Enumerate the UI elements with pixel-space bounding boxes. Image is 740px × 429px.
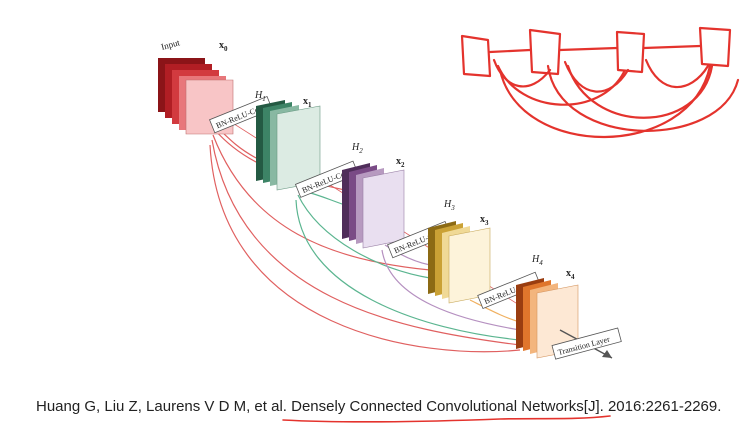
h3-label: H3 bbox=[443, 199, 455, 212]
x1-label: x1 bbox=[303, 96, 312, 109]
citation-title: Densely Connected Convolutional Networks bbox=[291, 398, 584, 415]
citation-authors: Huang G, Liu Z, Laurens V D M, et al. bbox=[36, 398, 292, 415]
handwritten-annotation bbox=[460, 26, 740, 138]
sketch-link-3 bbox=[642, 44, 702, 50]
h2-label: H2 bbox=[351, 142, 363, 155]
block-3-yellow bbox=[428, 221, 491, 304]
sketch-link-2 bbox=[558, 46, 619, 52]
sketch-arc-5 bbox=[566, 64, 714, 119]
connection-x0-h3 bbox=[212, 134, 431, 271]
sketch-box-3 bbox=[615, 30, 646, 74]
sketch-arc-1 bbox=[492, 58, 552, 88]
block-2-purple bbox=[342, 163, 405, 249]
connection-x0-h4 bbox=[211, 139, 521, 346]
sketch-box-4 bbox=[698, 26, 732, 68]
connection-x1-h3 bbox=[297, 194, 431, 279]
sketch-arc-7 bbox=[546, 64, 740, 132]
citation-source: [J]. 2016:2261-2269. bbox=[583, 398, 722, 415]
block-4-orange bbox=[516, 278, 579, 359]
citation: Huang G, Liu Z, Laurens V D M, et al. De… bbox=[36, 398, 721, 415]
sketch-arc-6 bbox=[644, 58, 710, 89]
sketch-box-2 bbox=[528, 28, 562, 76]
x4-label: x4 bbox=[566, 268, 575, 281]
block-1-green bbox=[256, 100, 321, 191]
sketch-arc-3 bbox=[498, 64, 712, 138]
sketch-box-1 bbox=[460, 34, 492, 78]
x3-label: x3 bbox=[480, 214, 489, 227]
x2-label: x2 bbox=[396, 156, 405, 169]
connection-x0-h4b bbox=[209, 144, 521, 353]
citation-underline bbox=[282, 415, 611, 423]
connection-x1-h4 bbox=[295, 199, 521, 341]
sketch-link-1 bbox=[488, 48, 532, 54]
x0-label: x0 bbox=[219, 40, 228, 53]
input-label: Input bbox=[160, 37, 181, 52]
h1-label: H1 bbox=[254, 90, 266, 103]
connection-x2-h4 bbox=[381, 249, 521, 331]
h4-label: H4 bbox=[531, 254, 543, 267]
